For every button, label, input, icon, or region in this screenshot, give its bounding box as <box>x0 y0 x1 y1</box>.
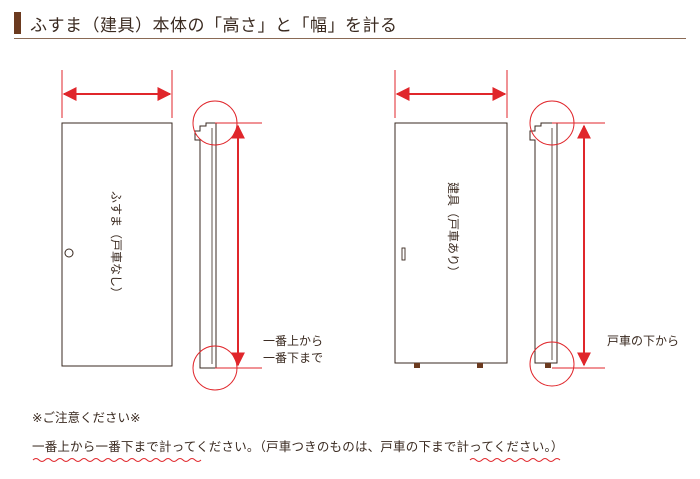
page-title: ふすま（建具）本体の「高さ」と「幅」を計る <box>30 16 398 36</box>
left-annotation-line1: 一番上から <box>263 334 323 348</box>
tategu-side-view <box>529 122 558 368</box>
fusuma-side-view <box>194 122 217 369</box>
round-pull-icon <box>64 248 74 258</box>
front-roller-right <box>477 363 483 368</box>
right-annotation: 戸車の下から <box>607 334 679 348</box>
bottom-highlight-circle-right <box>529 341 575 387</box>
caution-title: ※ご注意ください※ <box>32 410 141 425</box>
left-annotation-line2: 一番下まで <box>263 351 323 365</box>
section-header: ふすま（建具）本体の「高さ」と「幅」を計る <box>14 8 686 39</box>
bar-handle-icon <box>401 247 406 261</box>
fusuma-front <box>61 122 173 367</box>
left-door-label: ふすま（戸車なし） <box>109 191 123 299</box>
wavy-underline-1 <box>32 458 202 462</box>
right-door-label: 建具（戸車あり） <box>446 182 460 278</box>
caution-text: 一番上から一番下まで計ってください。（戸車つきのものは、戸車の下まで計ってくださ… <box>32 439 564 454</box>
header-accent-bar <box>14 12 21 34</box>
tategu-front <box>394 122 508 364</box>
front-roller-left <box>414 363 420 368</box>
wavy-underline-2 <box>469 458 561 462</box>
